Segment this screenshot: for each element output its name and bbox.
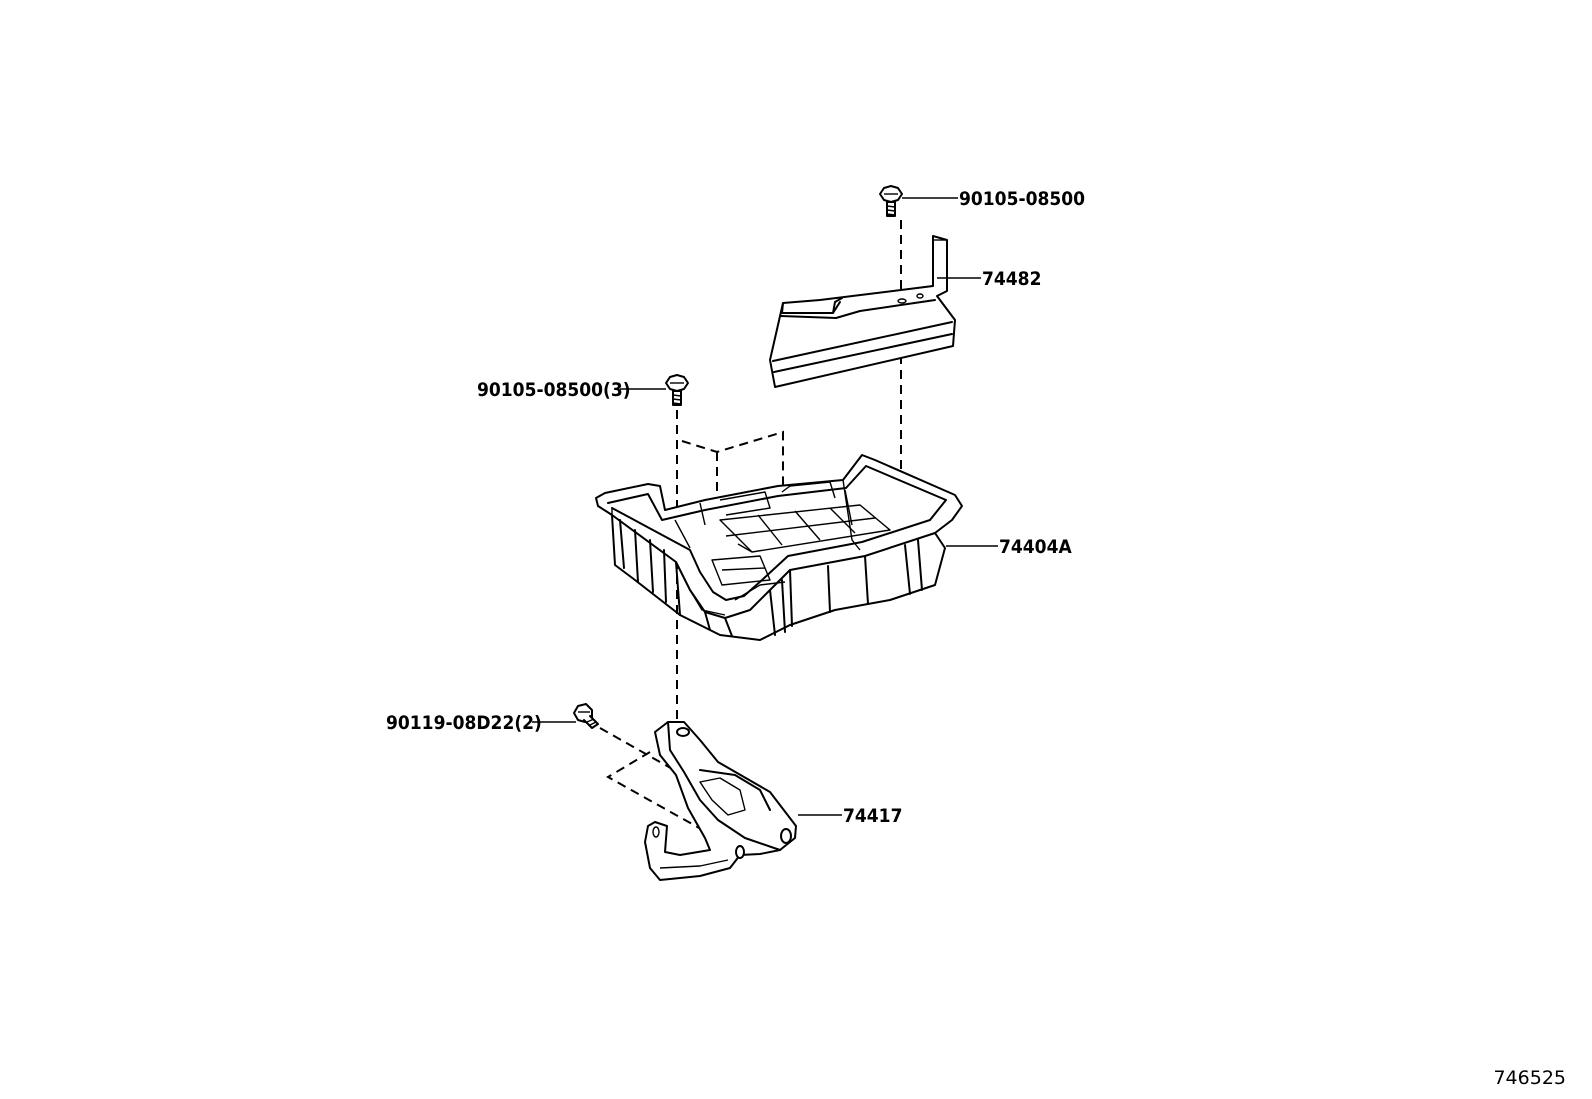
bolt-90105-08500-x3[interactable] xyxy=(665,374,689,406)
bolt-90119-08D22-x2[interactable] xyxy=(573,703,599,729)
battery-tray-74404A[interactable] xyxy=(595,454,963,641)
label-90105-08500-3[interactable]: 90105-08500(3) xyxy=(477,379,631,401)
label-90105-08500-top[interactable]: 90105-08500 xyxy=(959,188,1085,210)
figure-id: 746525 xyxy=(1493,1067,1566,1089)
label-74417[interactable]: 74417 xyxy=(843,805,902,827)
label-74404A[interactable]: 74404A xyxy=(999,536,1072,558)
bolt-90105-08500-top[interactable] xyxy=(879,185,903,217)
bracket-74482[interactable] xyxy=(769,235,956,388)
label-74482[interactable]: 74482 xyxy=(982,268,1041,290)
assembly-line xyxy=(681,430,784,515)
assembly-line xyxy=(605,751,736,849)
support-bracket-74417[interactable] xyxy=(644,721,797,881)
label-90119-08D22-2[interactable]: 90119-08D22(2) xyxy=(386,712,542,734)
